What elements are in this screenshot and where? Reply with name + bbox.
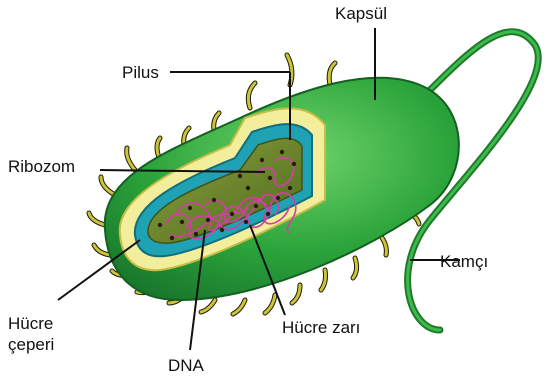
label-kapsul: Kapsül (335, 4, 387, 23)
label-pilus: Pilus (122, 63, 159, 82)
label-dna: DNA (168, 356, 204, 375)
label-kamci: Kamçı (440, 252, 488, 271)
label-hucre-ceperi-2: çeperi (8, 335, 54, 354)
label-hucre-ceperi-1: Hücre (8, 314, 53, 333)
label-ribozom: Ribozom (8, 157, 75, 176)
label-hucre-zari: Hücre zarı (282, 318, 360, 337)
